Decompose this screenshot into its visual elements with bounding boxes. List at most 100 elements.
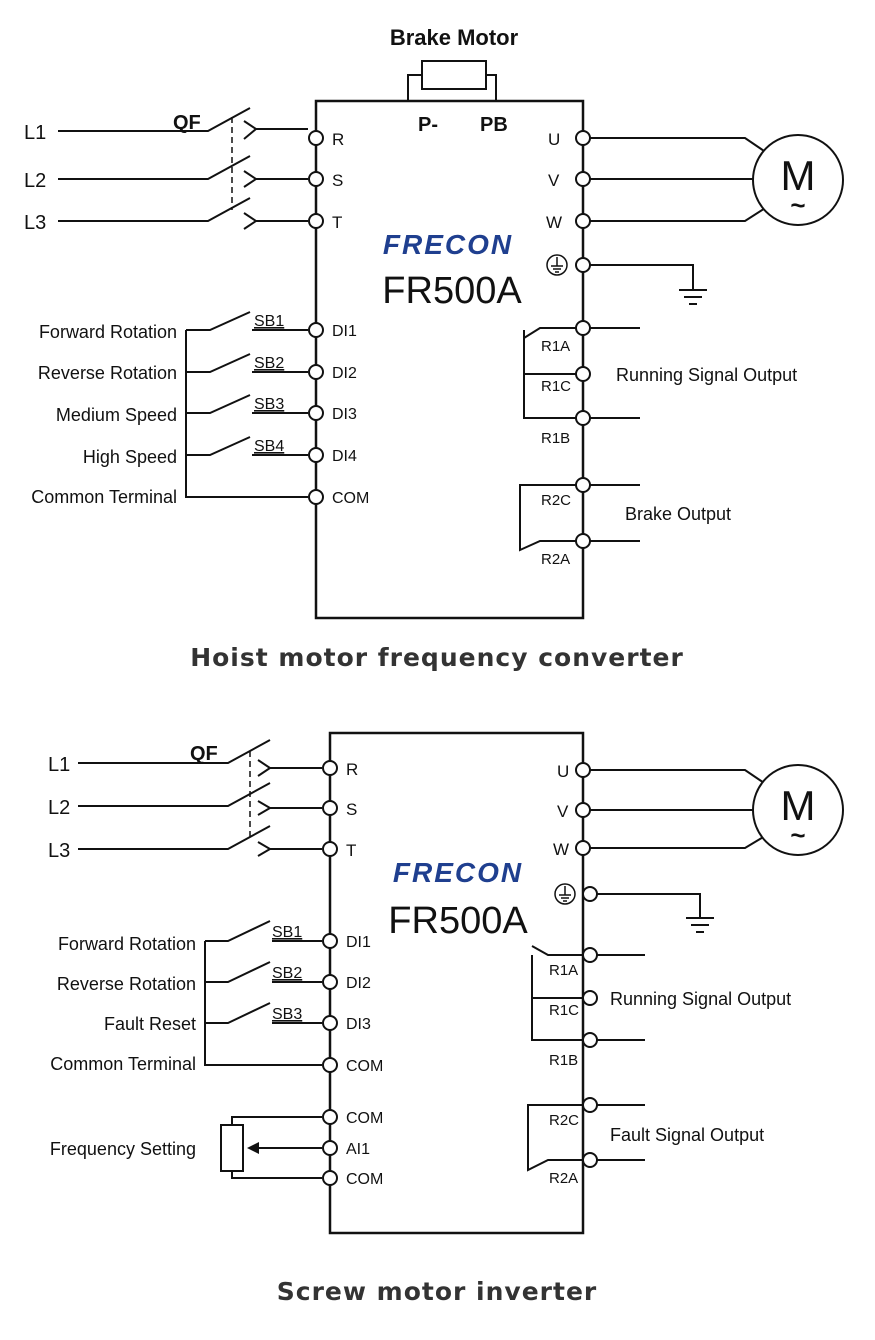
terminal-di3	[308, 405, 324, 421]
sb1-label-2: SB1	[272, 924, 302, 941]
r2a-label: R2A	[541, 551, 570, 568]
l3-label-2: L3	[48, 840, 70, 862]
relay1-contacts	[523, 327, 576, 419]
com-label: COM	[332, 490, 369, 507]
s-contact-2	[257, 800, 322, 816]
terminal-t-label-2: T	[346, 841, 356, 860]
terminal-w-label: W	[546, 213, 562, 232]
sb3-label-2: SB3	[272, 1006, 302, 1023]
input-label-2: Reverse Rotation	[38, 363, 177, 383]
switch-sb4	[186, 436, 308, 456]
terminal-r1c-2	[582, 990, 598, 1006]
terminal-r1b	[575, 410, 591, 426]
terminal-di1-2	[322, 933, 338, 949]
com-a-label: COM	[346, 1110, 383, 1127]
relay1-output-label-2: Running Signal Output	[610, 989, 791, 1009]
relay1-out-wires-2	[597, 954, 645, 1041]
terminal-di1	[308, 322, 324, 338]
relay2-contacts	[519, 484, 576, 552]
relay2-contacts-2	[527, 1104, 583, 1172]
terminal-r1b-2	[582, 1032, 598, 1048]
terminal-t-label: T	[332, 213, 342, 232]
brake-terminal-pb: PB	[480, 114, 508, 136]
relay1-out-wires	[590, 327, 640, 419]
wiper-arrow-icon	[247, 1142, 259, 1154]
r1b-label-2: R1B	[549, 1052, 578, 1069]
ground-icon	[546, 254, 568, 276]
switch-sb2	[186, 353, 308, 373]
terminal-r1a	[575, 320, 591, 336]
input-label-4: High Speed	[83, 447, 177, 467]
di2-label: DI2	[332, 365, 357, 382]
common-bus	[185, 330, 308, 498]
r1c-label-2: R1C	[549, 1002, 579, 1019]
terminal-r2a	[575, 533, 591, 549]
r2c-label-2: R2C	[549, 1112, 579, 1129]
terminal-di2-2	[322, 974, 338, 990]
r1a-label: R1A	[541, 338, 570, 355]
sb2-label-2: SB2	[272, 965, 302, 982]
ground-symbol	[679, 289, 707, 305]
terminal-com-a	[322, 1109, 338, 1125]
brake-wires	[407, 74, 497, 101]
relay2-out-wires	[590, 484, 640, 542]
motor-circle-2	[752, 764, 844, 856]
common-bus-2	[204, 941, 322, 1066]
r2a-label-2: R2A	[549, 1170, 578, 1187]
sb2-label: SB2	[254, 355, 284, 372]
ground-icon	[554, 883, 576, 905]
r-contact-2	[257, 759, 322, 777]
terminal-w-label-2: W	[553, 840, 569, 859]
input-label-2-1: Forward Rotation	[58, 934, 196, 954]
terminal-pe-2	[582, 886, 598, 902]
brake-motor-label: Brake Motor	[390, 25, 519, 50]
relay2-output-label-2: Fault Signal Output	[610, 1125, 764, 1145]
t-contact	[243, 212, 308, 230]
screw-diagram: FRECON FR500A QF L1 L2 L3 R S T M ~ U V …	[48, 731, 844, 1306]
terminal-r2a-2	[582, 1152, 598, 1168]
l1-label: L1	[24, 122, 46, 144]
input-label-2-2: Reverse Rotation	[57, 974, 196, 994]
terminal-s-label: S	[332, 171, 343, 190]
input-label-1: Forward Rotation	[39, 322, 177, 342]
brake-terminal-p: P-	[418, 114, 438, 136]
l2-label-2: L2	[48, 797, 70, 819]
terminal-w-2	[575, 840, 591, 856]
di3-label-2: DI3	[346, 1016, 371, 1033]
terminal-s-label-2: S	[346, 800, 357, 819]
motor-circle	[752, 134, 844, 226]
terminal-s-2	[322, 800, 338, 816]
di4-label: DI4	[332, 448, 357, 465]
terminal-r-2	[322, 760, 338, 776]
qf-label: QF	[173, 112, 201, 134]
r2c-label: R2C	[541, 492, 571, 509]
brake-resistor	[421, 60, 487, 90]
motor-tilde-2: ~	[790, 820, 805, 850]
sb1-label: SB1	[254, 313, 284, 330]
terminal-r1a-2	[582, 947, 598, 963]
terminal-t	[308, 213, 324, 229]
terminal-v-label: V	[548, 171, 560, 190]
motor-wires-2	[590, 769, 771, 849]
l3-wire	[58, 197, 251, 222]
motor-letter-2: M	[781, 782, 816, 829]
potentiometer-wires	[231, 1116, 322, 1179]
terminal-di4	[308, 447, 324, 463]
com-b-label: COM	[346, 1171, 383, 1188]
terminal-v	[575, 171, 591, 187]
terminal-r2c-2	[582, 1097, 598, 1113]
model-name-2: FR500A	[388, 900, 528, 942]
terminal-u-label-2: U	[557, 762, 569, 781]
ground-wire	[590, 264, 694, 290]
terminal-u-2	[575, 762, 591, 778]
terminal-s	[308, 171, 324, 187]
terminal-v-2	[575, 802, 591, 818]
l3-wire-2	[78, 825, 271, 850]
di2-label-2: DI2	[346, 975, 371, 992]
r-contact	[243, 120, 308, 140]
ground-wire-2	[597, 893, 701, 918]
l1-wire	[58, 107, 251, 132]
r1a-label-2: R1A	[549, 962, 578, 979]
terminal-di3-2	[322, 1015, 338, 1031]
